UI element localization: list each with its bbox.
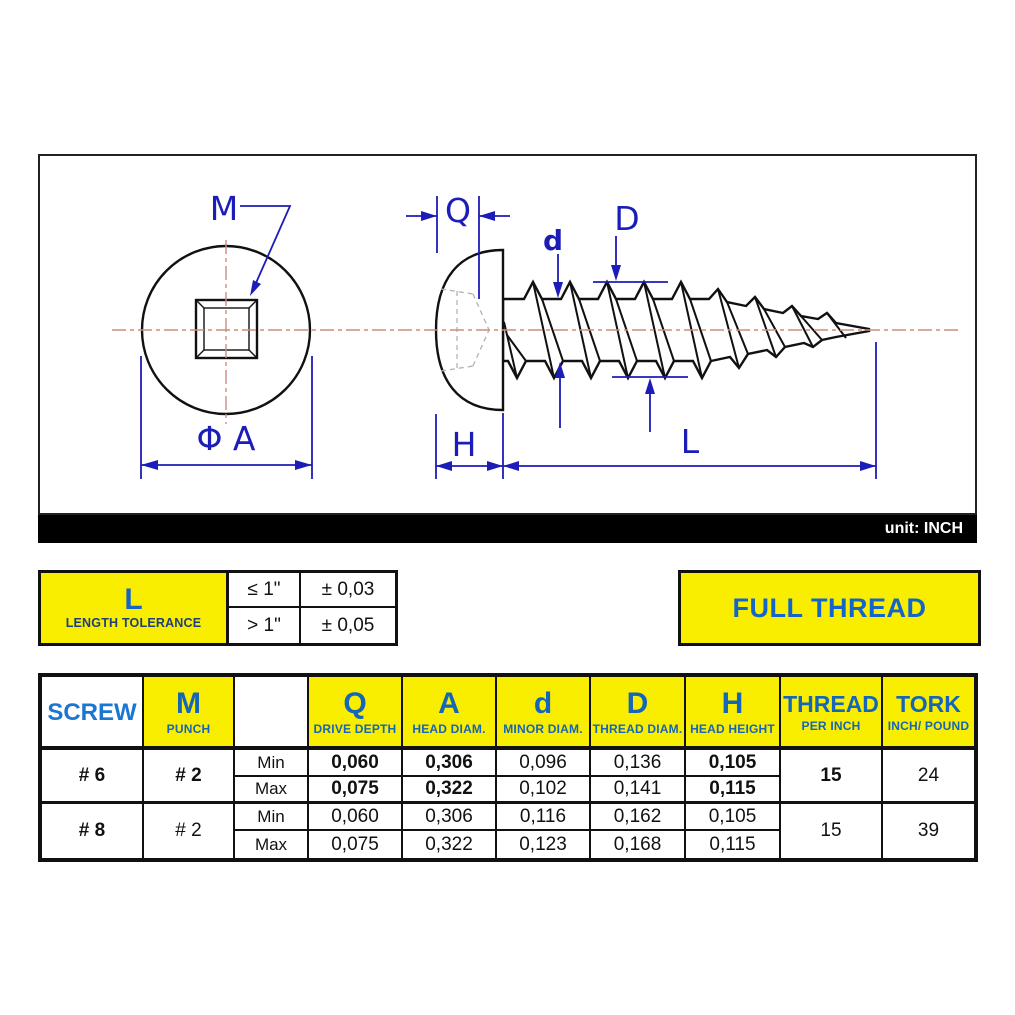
row-8-max-head-height: 0,115 <box>686 831 781 858</box>
tolerance-condition-2: > 1" <box>229 608 301 643</box>
m-leader-line <box>240 205 292 293</box>
row-8-max-label: Max <box>235 831 309 858</box>
dim-d-minor: d <box>543 224 565 428</box>
row-8-min-head-diam: 0,306 <box>403 804 497 831</box>
row-8-min-q: 0,060 <box>309 804 403 831</box>
dim-l: L <box>503 342 877 479</box>
screw-technical-drawing: M Φ A Q <box>112 189 958 479</box>
tolerance-symbol: L <box>124 583 143 616</box>
row-6-max-label: Max <box>235 777 309 804</box>
header-tork: TORK INCH/ POUND <box>883 677 974 750</box>
dim-label-phi-a: Φ A <box>196 419 255 458</box>
square-drive-chamfers <box>195 299 258 359</box>
row-6-punch: # 2 <box>144 750 235 804</box>
drive-recess-hidden-lines <box>440 288 490 372</box>
centerlines <box>112 240 958 424</box>
row-6-thread-per-inch: 15 <box>781 750 883 804</box>
dim-label-m: M <box>210 189 238 228</box>
full-thread-badge: FULL THREAD <box>678 570 981 646</box>
unit-label: unit: INCH <box>884 520 963 537</box>
header-m-punch: M PUNCH <box>144 677 235 750</box>
row-6-min-minor-diam: 0,096 <box>497 750 591 777</box>
row-8-max-thread-diam: 0,168 <box>591 831 686 858</box>
header-d-minor: d MINOR DIAM. <box>497 677 591 750</box>
dim-label-h: H <box>452 425 477 464</box>
m-leader-arrow <box>250 280 261 296</box>
dim-label-l: L <box>681 422 700 461</box>
row-6-max-head-height: 0,115 <box>686 777 781 804</box>
row-8-punch: # 2 <box>144 804 235 858</box>
tolerance-value-1: ± 0,03 <box>301 573 395 608</box>
dimensions: M Φ A Q <box>140 189 877 479</box>
full-thread-label: FULL THREAD <box>732 592 927 623</box>
header-thread-per-inch: THREAD PER INCH <box>781 677 883 750</box>
row-6-min-head-diam: 0,306 <box>403 750 497 777</box>
dim-phi-a: Φ A <box>140 356 313 479</box>
row-8-min-thread-diam: 0,162 <box>591 804 686 831</box>
length-tolerance-table: L LENGTH TOLERANCE ≤ 1" ± 0,03 > 1" ± 0,… <box>38 570 398 646</box>
header-q: Q DRIVE DEPTH <box>309 677 403 750</box>
technical-drawing-frame: M Φ A Q <box>38 154 977 515</box>
row-8-max-minor-diam: 0,123 <box>497 831 591 858</box>
row-8-min-label: Min <box>235 804 309 831</box>
dim-d-major: D <box>593 199 688 432</box>
row-6-max-minor-diam: 0,102 <box>497 777 591 804</box>
row-6-screw: # 6 <box>42 750 144 804</box>
row-8-max-head-diam: 0,322 <box>403 831 497 858</box>
header-a: A HEAD DIAM. <box>403 677 497 750</box>
dim-q: Q <box>406 191 510 299</box>
row-8-max-q: 0,075 <box>309 831 403 858</box>
row-8-tork: 39 <box>883 804 974 858</box>
row-8-min-minor-diam: 0,116 <box>497 804 591 831</box>
dim-label-d-minor: d <box>543 224 563 257</box>
row-6-tork: 24 <box>883 750 974 804</box>
row-6-max-head-diam: 0,322 <box>403 777 497 804</box>
header-limit <box>235 677 309 750</box>
tolerance-value-2: ± 0,05 <box>301 608 395 643</box>
row-6-min-q: 0,060 <box>309 750 403 777</box>
unit-bar: unit: INCH <box>38 515 977 543</box>
row-6-min-label: Min <box>235 750 309 777</box>
row-8-screw: # 8 <box>42 804 144 858</box>
row-6-max-thread-diam: 0,141 <box>591 777 686 804</box>
header-screw: SCREW <box>42 677 144 750</box>
row-6-min-thread-diam: 0,136 <box>591 750 686 777</box>
spec-table: SCREW M PUNCH Q DRIVE DEPTH A HEAD DIAM.… <box>38 673 978 862</box>
row-6-max-q: 0,075 <box>309 777 403 804</box>
row-8-thread-per-inch: 15 <box>781 804 883 858</box>
dim-label-d-major: D <box>614 199 639 238</box>
dim-h: H <box>435 413 504 479</box>
header-h: H HEAD HEIGHT <box>686 677 781 750</box>
tolerance-condition-1: ≤ 1" <box>229 573 301 608</box>
header-d-major: D THREAD DIAM. <box>591 677 686 750</box>
tolerance-title: LENGTH TOLERANCE <box>65 616 202 630</box>
row-6-min-head-height: 0,105 <box>686 750 781 777</box>
tolerance-symbol-cell: L LENGTH TOLERANCE <box>41 573 229 643</box>
row-8-min-head-height: 0,105 <box>686 804 781 831</box>
dim-label-q: Q <box>445 191 471 230</box>
